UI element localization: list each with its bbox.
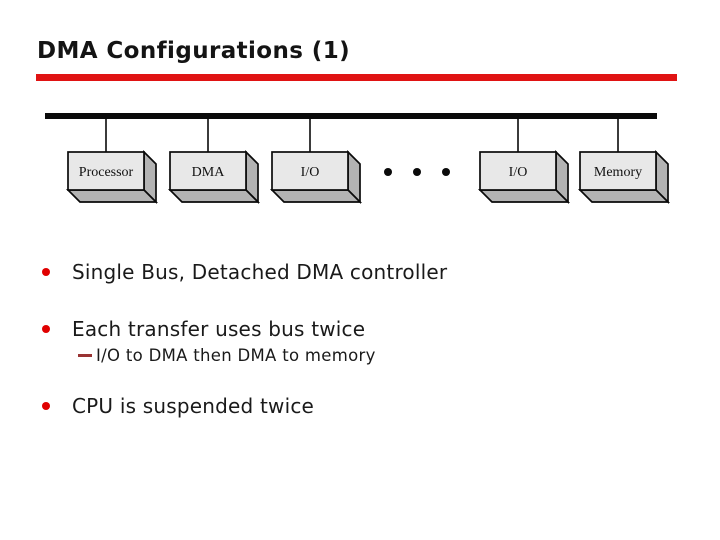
box-bottom-face: [477, 189, 571, 203]
diagram-box-io-1: I/O: [269, 149, 363, 205]
box-label: DMA: [192, 165, 226, 180]
dash-icon: [78, 354, 92, 357]
bullet-dot-icon: [42, 402, 50, 410]
slide-title: DMA Configurations (1): [37, 38, 351, 64]
sub-bullet-text: I/O to DMA then DMA to memory: [96, 346, 376, 365]
bus-diagram: Processor DMA I/O I/O: [45, 113, 671, 205]
box-label: I/O: [301, 165, 320, 180]
box-front-face: [271, 151, 349, 191]
box-front-face: [579, 151, 657, 191]
bullet-dot-icon: [42, 268, 50, 276]
box-front-face: [479, 151, 557, 191]
box-label: Processor: [79, 165, 134, 180]
box-bottom-face: [167, 189, 261, 203]
box-front-face: [67, 151, 145, 191]
bullet-item: Single Bus, Detached DMA controller: [42, 260, 447, 284]
diagram-box-dma: DMA: [167, 149, 261, 205]
ellipsis-dot: [442, 168, 450, 176]
box-bottom-face: [65, 189, 159, 203]
bullet-item: Each transfer uses bus twice: [42, 317, 365, 341]
bus-line: [45, 113, 657, 119]
box-bottom-face: [269, 189, 363, 203]
bullet-item: CPU is suspended twice: [42, 394, 314, 418]
title-underline: [36, 74, 677, 81]
bullet-text: CPU is suspended twice: [72, 394, 315, 418]
box-front-face: [169, 151, 247, 191]
ellipsis-dot: [413, 168, 421, 176]
ellipsis-dots: [384, 168, 450, 176]
bullet-dot-icon: [42, 325, 50, 333]
ellipsis-dot: [384, 168, 392, 176]
diagram-box-memory: Memory: [577, 149, 671, 205]
sub-bullet-item: I/O to DMA then DMA to memory: [78, 346, 376, 365]
bullet-text: Each transfer uses bus twice: [72, 317, 366, 341]
box-bottom-face: [577, 189, 671, 203]
bullet-text: Single Bus, Detached DMA controller: [72, 260, 448, 284]
diagram-box-processor: Processor: [65, 149, 159, 205]
box-label: I/O: [509, 165, 528, 180]
box-label: Memory: [594, 165, 642, 180]
diagram-box-io-2: I/O: [477, 149, 571, 205]
